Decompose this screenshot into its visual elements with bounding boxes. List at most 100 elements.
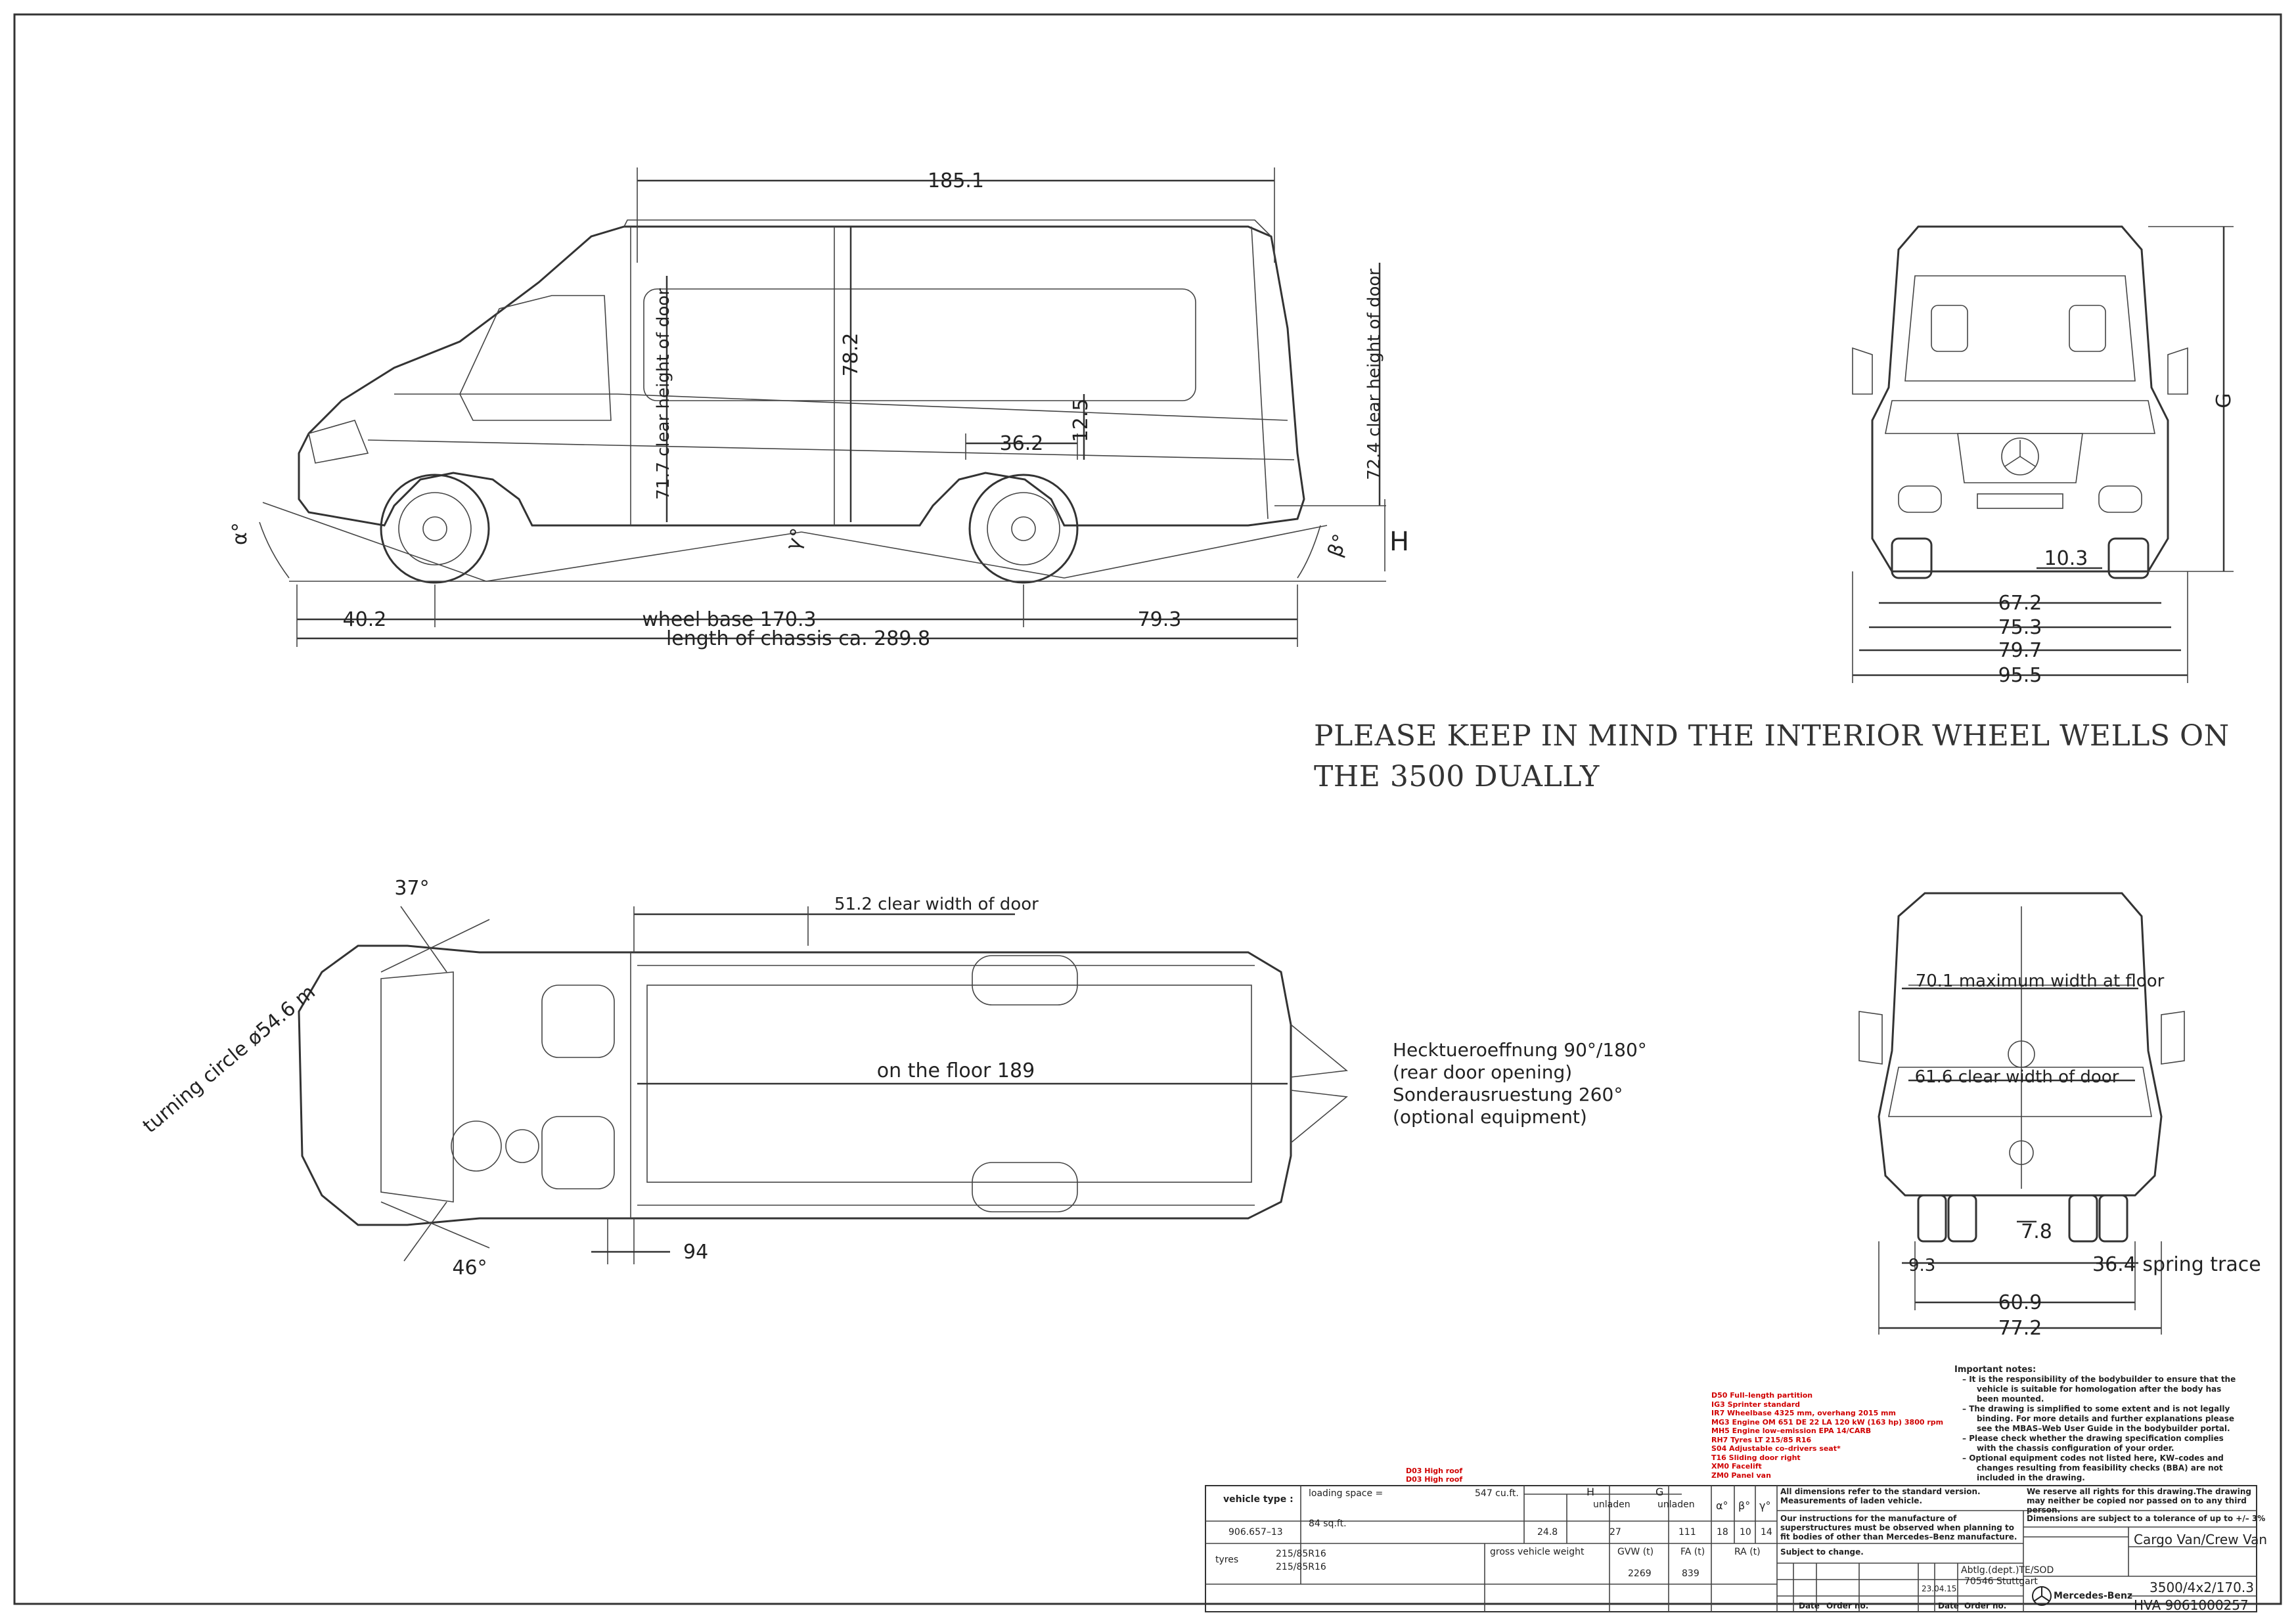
top-dim-floor-length: on the floor 189 — [877, 1059, 1035, 1082]
rear-door-line-3: Sonderausruestung 260° — [1393, 1084, 1623, 1105]
tb-col-order-2: Order no. — [1964, 1601, 2007, 1610]
dim-rear-overhang: 79.3 — [1138, 608, 1182, 631]
top-turning-circle: turning circle ø54.6 m — [139, 981, 320, 1138]
side-view-dimensions — [296, 167, 1386, 647]
dim-interior-height: 78.2 — [840, 333, 863, 377]
tb-fa-col: FA (t) — [1680, 1547, 1705, 1557]
tb-h-col: H — [1587, 1486, 1595, 1498]
tb-tyre-1: 215/85R16 — [1276, 1549, 1326, 1559]
option-code: IR7 Wheelbase 4325 mm, overhang 2015 mm — [1711, 1409, 1896, 1417]
tb-dept: Abtlg.(dept.)TE/SOD — [1961, 1565, 2054, 1576]
dim-chassis-length: length of chassis ca. 289.8 — [666, 627, 930, 650]
tb-loading-cuft: 547 cu.ft. — [1475, 1488, 1519, 1499]
angle-gamma: γ° — [782, 525, 811, 554]
front-dim-10-3: 10.3 — [2044, 547, 2088, 570]
tb-gvw-label: gross vehicle weight — [1490, 1547, 1585, 1557]
tb-loading-space-label: loading space = — [1309, 1488, 1384, 1499]
front-dim-79-7: 79.7 — [1998, 639, 2042, 662]
rear-dim-spring-trace: 36.4 spring trace — [2092, 1253, 2261, 1276]
tb-fa-val: 839 — [1682, 1568, 1699, 1579]
tb-config: 3500/4x2/170.3 — [2150, 1580, 2254, 1595]
rear-dim-60-9: 60.9 — [1998, 1291, 2042, 1314]
tb-alpha-col: α° — [1716, 1499, 1728, 1512]
tb-col-order: Order no. — [1826, 1601, 1869, 1610]
rear-dim-door-width: 61.6 clear width of door — [1915, 1067, 2119, 1087]
note-text: Please check whether the drawing specifi… — [1969, 1434, 2224, 1453]
rear-door-line-1: Hecktueroeffnung 90°/180° — [1393, 1039, 1647, 1061]
front-label-g: G — [2213, 393, 2236, 408]
front-dim-75-3: 75.3 — [1998, 616, 2042, 639]
top-view-dimensions — [400, 906, 1288, 1264]
tb-col-date: Date — [1799, 1601, 1820, 1610]
tb-brand: Mercedes-Benz — [2054, 1591, 2133, 1601]
option-code: T16 Sliding door right — [1711, 1453, 1801, 1462]
note-item: – Please check whether the drawing speci… — [1962, 1434, 2224, 1453]
top-angle-46: 46° — [452, 1256, 487, 1279]
option-code: IG3 Sprinter standard — [1711, 1400, 1801, 1409]
tb-h-unladen: 24.8 — [1537, 1527, 1558, 1538]
rear-dim-77-2: 77.2 — [1998, 1317, 2042, 1340]
roof-code: D03 High roof — [1406, 1467, 1463, 1475]
tb-unladen-1: unladen — [1593, 1499, 1631, 1510]
label-h: H — [1389, 527, 1409, 557]
tb-date: 23.04.15 — [1922, 1584, 1957, 1593]
dim-wheel-base: wheel base 170.3 — [642, 608, 816, 631]
tb-col-date-2: Date — [1938, 1601, 1959, 1610]
tb-instr-note: Our instructions for the manufacture of … — [1780, 1514, 2017, 1541]
front-dim-95-5: 95.5 — [1998, 664, 2042, 687]
tb-gamma-col: γ° — [1759, 1499, 1771, 1512]
note-item: – Optional equipment codes not listed he… — [1962, 1453, 2224, 1482]
option-code: XM0 Facelift — [1711, 1462, 1762, 1471]
tb-h-val2: 27 — [1609, 1527, 1621, 1538]
rear-dim-max-width: 70.1 maximum width at floor — [1916, 971, 2165, 991]
dim-overall-cargo: 185.1 — [928, 169, 984, 192]
top-view-van — [298, 919, 1348, 1249]
note-text: Optional equipment codes not listed here… — [1969, 1453, 2224, 1482]
option-code: MH5 Engine low–emission EPA 14/CARB — [1711, 1427, 1872, 1435]
side-view-van — [259, 219, 1386, 584]
tb-gvw-col: GVW (t) — [1617, 1547, 1654, 1557]
dim-wheel-well-height: 12.5 — [1069, 399, 1092, 443]
note-text: It is the responsibility of the bodybuil… — [1969, 1375, 2236, 1404]
front-view-van — [1852, 225, 2188, 579]
tb-product: Cargo Van/Crew Van — [2134, 1532, 2268, 1547]
rear-dim-7-8: 7.8 — [2021, 1220, 2052, 1243]
top-angle-37: 37° — [394, 877, 429, 900]
drawing-frame — [13, 13, 2282, 1605]
dim-wheel-well-length: 36.2 — [1000, 432, 1044, 455]
tb-gvw-val: 2269 — [1628, 1568, 1652, 1579]
roof-codes: D03 High roof D03 High roof — [1406, 1467, 1462, 1484]
top-dim-94: 94 — [683, 1241, 708, 1264]
tb-g-unladen: 111 — [1678, 1527, 1696, 1538]
top-dim-door-width: 51.2 clear width of door — [834, 895, 1039, 914]
dim-clear-height-slide: 71.7 clear height of door — [654, 288, 673, 500]
rear-view-van — [1858, 892, 2185, 1243]
important-notes: Important notes: – It is the responsibil… — [1954, 1365, 2243, 1483]
tb-loading-sqft: 84 sq.ft. — [1309, 1518, 1347, 1529]
rear-dim-9-3: 9.3 — [1908, 1256, 1935, 1275]
option-code: D50 Full–length partition — [1711, 1391, 1813, 1400]
option-code: ZM0 Panel van — [1711, 1471, 1771, 1480]
option-code: RH7 Tyres LT 215/85 R16 — [1711, 1435, 1812, 1444]
dually-notice: PLEASE KEEP IN MIND THE INTERIOR WHEEL W… — [1314, 719, 2230, 793]
tb-std-note: All dimensions refer to the standard ver… — [1780, 1487, 1981, 1505]
tb-type-code: 906.657–13 — [1228, 1527, 1283, 1538]
front-dim-67-2: 67.2 — [1998, 592, 2042, 615]
tb-alpha-val: 18 — [1717, 1527, 1728, 1538]
tb-vehicle-type-label: vehicle type : — [1223, 1494, 1294, 1505]
rear-door-line-2: (rear door opening) — [1393, 1061, 1573, 1083]
tb-tyres-label: tyres — [1215, 1555, 1239, 1565]
option-code: MG3 Engine OM 651 DE 22 LA 120 kW (163 h… — [1711, 1417, 1944, 1427]
tb-beta-col: β° — [1738, 1499, 1751, 1512]
tb-tyre-2: 215/85R16 — [1276, 1562, 1326, 1572]
mercedes-star-logo — [2032, 1586, 2052, 1606]
dim-front-overhang: 40.2 — [343, 608, 387, 631]
rear-door-line-4: (optional equipment) — [1393, 1106, 1587, 1128]
tb-drawing-no: HVA 9061000257 — [2134, 1597, 2249, 1613]
notes-title: Important notes: — [1954, 1365, 2037, 1375]
note-text: The drawing is simplified to some extent… — [1969, 1404, 2235, 1433]
dim-clear-height-rear: 72.4 clear height of door — [1364, 269, 1384, 480]
tb-city: 70546 Stuttgart — [1964, 1576, 2038, 1587]
tb-gamma-val: 14 — [1761, 1527, 1772, 1538]
